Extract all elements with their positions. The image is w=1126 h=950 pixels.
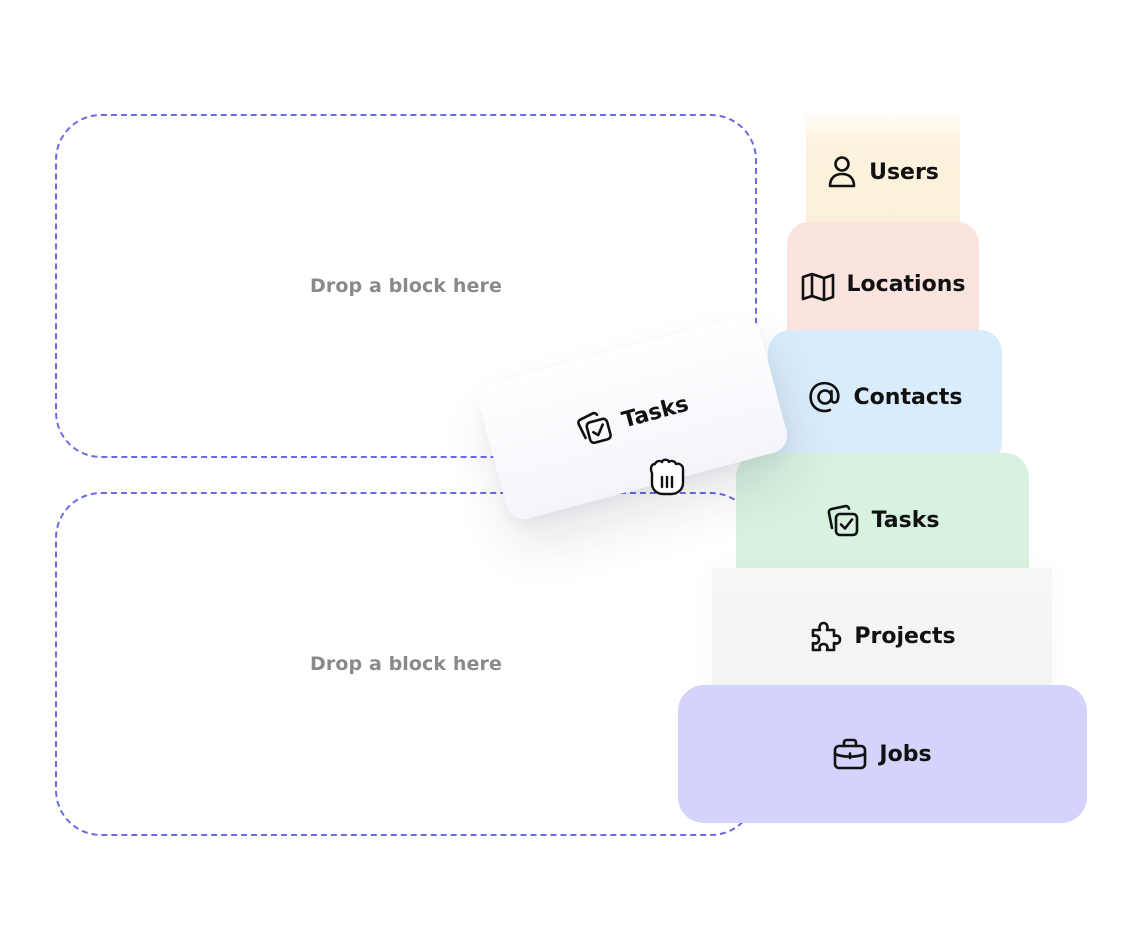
block-users[interactable]: Users bbox=[806, 110, 960, 234]
at-icon bbox=[808, 381, 840, 413]
block-contacts-label: Contacts bbox=[853, 384, 963, 410]
block-jobs-label: Jobs bbox=[879, 741, 932, 767]
block-tasks-label: Tasks bbox=[871, 508, 940, 533]
dragging-block-label: Tasks bbox=[619, 391, 692, 433]
block-jobs[interactable]: Jobs bbox=[678, 685, 1087, 823]
drop-zone-label: Drop a block here bbox=[310, 275, 502, 297]
map-icon bbox=[801, 272, 834, 302]
drop-zone-label: Drop a block here bbox=[310, 653, 502, 675]
user-icon bbox=[828, 156, 856, 188]
block-contacts[interactable]: Contacts bbox=[768, 330, 1002, 464]
puzzle-icon bbox=[812, 621, 842, 652]
tasks-icon bbox=[827, 504, 858, 536]
block-locations-label: Locations bbox=[846, 272, 966, 297]
briefcase-icon bbox=[834, 738, 867, 770]
tasks-icon bbox=[577, 411, 612, 445]
grab-hand-icon bbox=[649, 458, 685, 496]
block-tasks[interactable]: Tasks bbox=[736, 453, 1029, 588]
block-users-label: Users bbox=[869, 159, 939, 185]
dragging-block-tasks[interactable]: Tasks bbox=[474, 312, 792, 524]
drop-zone-top[interactable]: Drop a block here bbox=[55, 114, 757, 458]
drop-zone-bottom[interactable]: Drop a block here bbox=[55, 492, 757, 836]
block-projects-label: Projects bbox=[854, 623, 956, 649]
block-projects[interactable]: Projects bbox=[712, 568, 1052, 704]
